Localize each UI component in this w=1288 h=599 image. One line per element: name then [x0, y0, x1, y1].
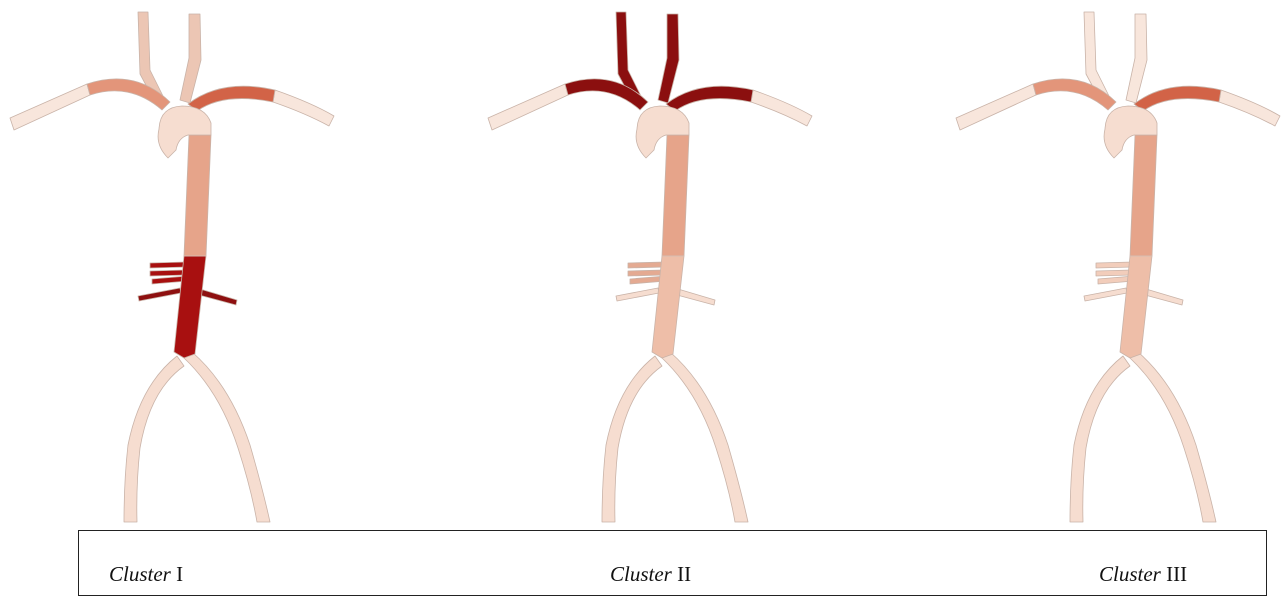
- segment-descending-thoracic: [184, 135, 211, 256]
- segment-iliac-right: [1130, 352, 1216, 522]
- segment-left-subclavian-dist: [956, 84, 1036, 130]
- caption-cluster-2-numeral: II: [677, 562, 691, 586]
- caption-cluster-3-italic: Cluster: [1099, 562, 1161, 586]
- segment-renal-left: [1084, 288, 1127, 301]
- segment-right-subclavian-prox: [188, 86, 275, 111]
- segment-iliac-right: [662, 352, 748, 522]
- segment-right-subclavian-dist: [273, 90, 334, 126]
- segment-left-subclavian-dist: [488, 84, 568, 130]
- segment-right-carotid: [658, 14, 679, 103]
- caption-cluster-2-italic: Cluster: [610, 562, 672, 586]
- segment-renal-left: [138, 288, 181, 301]
- caption-cluster-1: Cluster I: [109, 562, 183, 587]
- aorta-figure: [0, 0, 1288, 525]
- segment-iliac-right: [184, 352, 270, 522]
- segment-right-subclavian-dist: [1219, 90, 1280, 126]
- segment-visceral-upper: [628, 262, 665, 276]
- segment-left-subclavian-prox: [565, 79, 648, 110]
- segment-right-subclavian-prox: [1134, 86, 1221, 111]
- segment-left-subclavian-prox: [1033, 79, 1116, 110]
- segment-visceral-upper: [150, 262, 187, 276]
- aorta-diagram-cluster-2: [488, 12, 812, 522]
- segment-iliac-left: [1070, 356, 1130, 522]
- segment-right-carotid: [180, 14, 201, 103]
- caption-cluster-3-numeral: III: [1166, 562, 1187, 586]
- segment-renal-right: [199, 289, 237, 305]
- segment-left-subclavian-prox: [87, 79, 170, 110]
- aorta-diagram-cluster-3: [956, 12, 1280, 522]
- segment-iliac-left: [124, 356, 184, 522]
- caption-cluster-1-italic: Cluster: [109, 562, 171, 586]
- caption-cluster-2: Cluster II: [610, 562, 691, 587]
- aorta-diagram-cluster-1: [10, 12, 334, 522]
- caption-cluster-1-numeral: I: [176, 562, 183, 586]
- segment-descending-thoracic: [662, 135, 689, 256]
- segment-right-carotid: [1126, 14, 1147, 103]
- caption-box: Cluster I Cluster II Cluster III: [78, 530, 1267, 596]
- segment-right-subclavian-dist: [751, 90, 812, 126]
- segment-left-subclavian-dist: [10, 84, 90, 130]
- segment-renal-right: [1145, 289, 1183, 305]
- segment-descending-thoracic: [1130, 135, 1157, 256]
- segment-renal-left: [616, 288, 659, 301]
- segment-renal-right: [677, 289, 715, 305]
- caption-cluster-3: Cluster III: [1099, 562, 1187, 587]
- segment-right-subclavian-prox: [666, 86, 753, 111]
- segment-iliac-left: [602, 356, 662, 522]
- segment-visceral-upper: [1096, 262, 1133, 276]
